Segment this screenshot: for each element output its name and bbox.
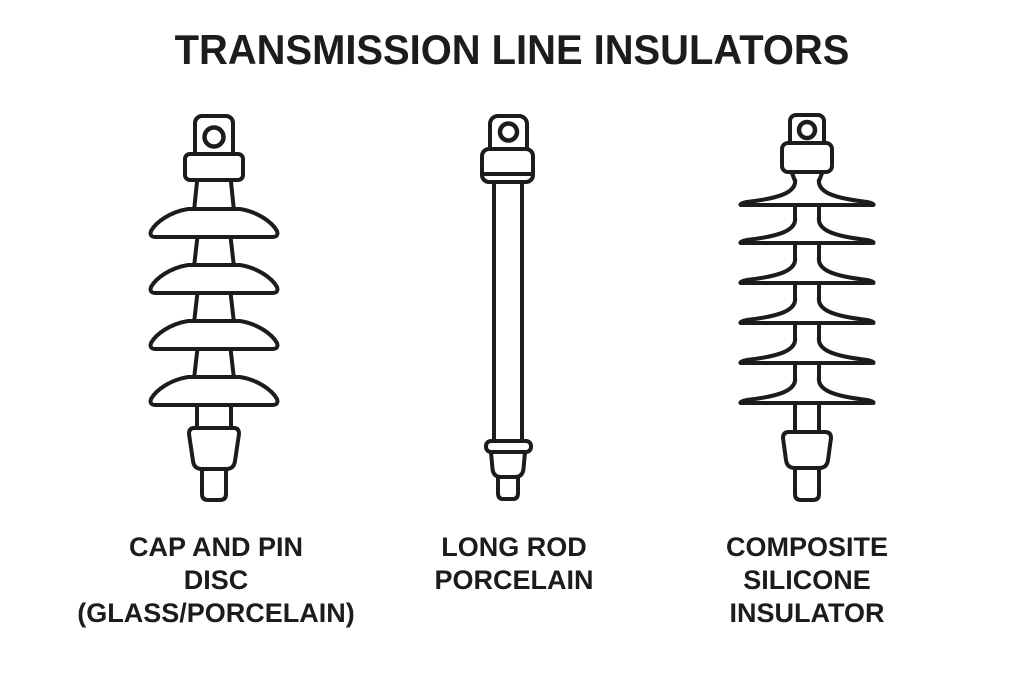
porcelain-rod xyxy=(492,176,524,444)
insulator-cap xyxy=(480,147,535,184)
caption-long-rod-porcelain: LONG ROD PORCELAIN xyxy=(394,531,634,597)
caption-line: CAP AND PIN xyxy=(128,532,304,562)
insulator-cap xyxy=(780,141,834,174)
caption-line: LONG ROD xyxy=(441,532,587,562)
weather-shed xyxy=(738,215,876,245)
cap-and-pin-disc-drawing xyxy=(148,114,280,502)
long-rod-porcelain-drawing xyxy=(480,114,535,501)
disc-shell xyxy=(148,375,280,407)
caption-composite-silicone: COMPOSITE SILICONE INSULATOR xyxy=(687,531,927,630)
lug-hole xyxy=(202,125,226,149)
caption-cap-and-pin-disc: CAP AND PIN DISC (GLASS/PORCELAIN) xyxy=(26,531,406,630)
weather-shed xyxy=(738,335,876,365)
caption-line: DISC xyxy=(183,565,249,595)
lug-hole xyxy=(497,121,520,143)
weather-shed xyxy=(738,295,876,325)
caption-line: SILICONE xyxy=(743,565,871,595)
figure-composite-silicone xyxy=(707,110,907,506)
figure-long-rod-porcelain xyxy=(438,110,579,506)
caption-line: PORCELAIN xyxy=(434,565,594,595)
figure-cap-and-pin-disc xyxy=(114,110,314,506)
disc-shell xyxy=(148,207,280,239)
lug-hole xyxy=(796,119,818,141)
pin-block xyxy=(781,430,833,470)
caption-line: COMPOSITE xyxy=(725,532,888,562)
weather-shed xyxy=(738,177,876,207)
pin-block xyxy=(489,450,527,479)
caption-line: INSULATOR xyxy=(729,598,885,628)
pin-block xyxy=(187,426,241,471)
weather-shed xyxy=(738,255,876,285)
page-title: TRANSMISSION LINE INSULATORS xyxy=(174,26,850,73)
caption-line: (GLASS/PORCELAIN) xyxy=(77,598,355,628)
pin-terminal xyxy=(200,460,228,502)
end-fitting-collar xyxy=(484,439,533,454)
disc-shell xyxy=(148,319,280,351)
composite-silicone-drawing xyxy=(738,113,876,502)
weather-shed xyxy=(738,375,876,405)
insulator-cap xyxy=(183,152,245,182)
pin-terminal xyxy=(793,460,821,502)
disc-shell xyxy=(148,263,280,295)
